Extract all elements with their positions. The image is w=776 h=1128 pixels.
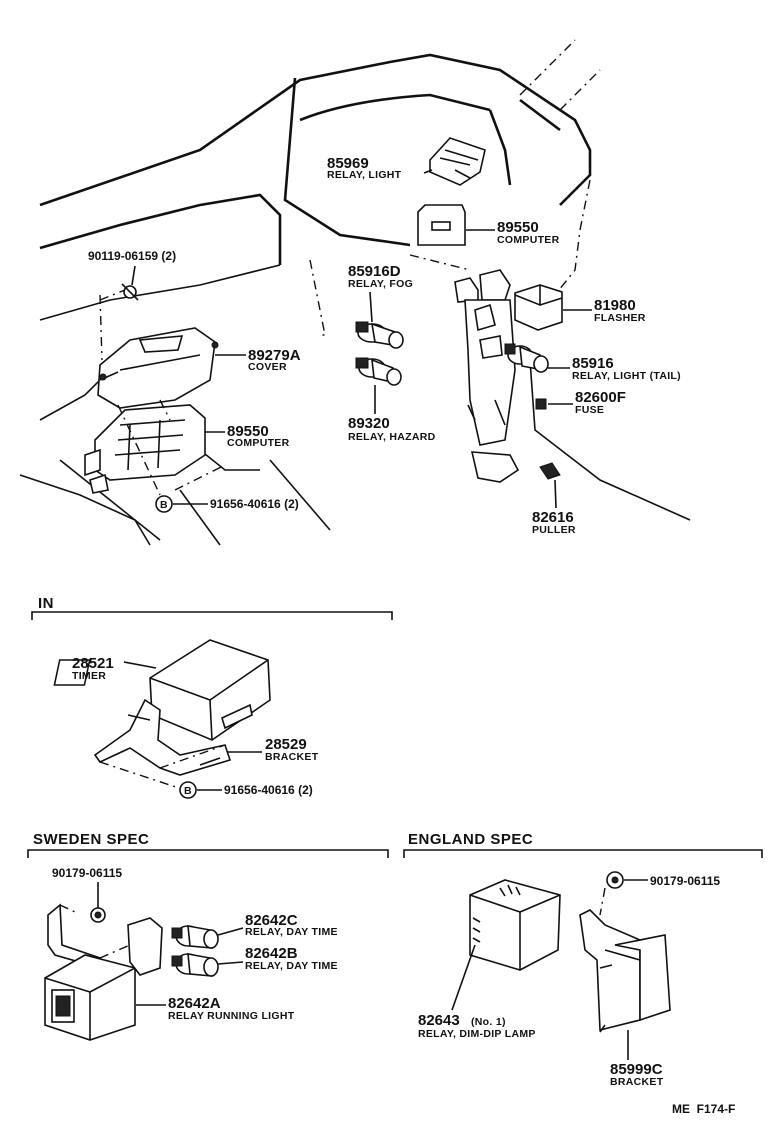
main-dashed-leaders bbox=[99, 289, 226, 496]
label-28521-number: 28521 bbox=[72, 655, 114, 672]
figure-code: ME F174-F bbox=[672, 1102, 735, 1116]
label-82616-number: 82616 bbox=[532, 509, 574, 526]
label-89550-lower-number: 89550 bbox=[227, 423, 269, 440]
label-91656-main-number: 91656-40616 (2) bbox=[210, 497, 299, 511]
label-82642C-name: RELAY, DAY TIME bbox=[245, 926, 338, 938]
england-section-title: ENGLAND SPEC bbox=[408, 831, 533, 848]
sweden-section: SWEDEN SPEC 90179-06115 82642C RELAY, DA… bbox=[27, 831, 389, 1041]
label-85999C-name: BRACKET bbox=[610, 1076, 664, 1088]
label-85916D-number: 85916D bbox=[348, 263, 401, 280]
in-section: IN 28521 TIMER 28529 BRACKET B 91656-406… bbox=[31, 595, 393, 799]
computer-89550-lower-drawing bbox=[84, 404, 206, 494]
in-section-bracket bbox=[31, 611, 393, 620]
label-82643-suffix: (No. 1) bbox=[471, 1016, 506, 1028]
ref-marker-b-main-label: B bbox=[160, 499, 168, 511]
label-82642B-name: RELAY, DAY TIME bbox=[245, 960, 338, 972]
label-82643-number: 82643 bbox=[418, 1012, 460, 1029]
label-82600F-name: FUSE bbox=[575, 404, 604, 416]
junction-block-drawing bbox=[454, 269, 520, 483]
label-82642B-number: 82642B bbox=[245, 945, 298, 962]
label-89279A-name: COVER bbox=[248, 361, 287, 373]
dashboard-outline bbox=[19, 39, 691, 546]
sweden-section-bracket bbox=[27, 849, 389, 858]
label-85916-number: 85916 bbox=[572, 355, 614, 372]
label-85916D-name: RELAY, FOG bbox=[348, 278, 413, 290]
england-section-bracket bbox=[403, 849, 763, 858]
timer-28521-drawing bbox=[149, 639, 271, 741]
label-28521-name: TIMER bbox=[72, 670, 106, 682]
label-82642A-number: 82642A bbox=[168, 995, 221, 1012]
label-85916-name: RELAY, LIGHT (TAIL) bbox=[572, 370, 681, 382]
label-85969-name: RELAY, LIGHT bbox=[327, 169, 402, 181]
england-section: ENGLAND SPEC 90179-06115 82643 (No. 1) R… bbox=[403, 831, 763, 1088]
label-28529-name: BRACKET bbox=[265, 751, 319, 763]
screw-90119-drawing bbox=[121, 283, 139, 301]
sweden-connector-drawing bbox=[127, 917, 163, 976]
label-82600F-number: 82600F bbox=[575, 389, 626, 406]
label-89550-lower-name: COMPUTER bbox=[227, 437, 290, 449]
relay-hazard-89320-drawing bbox=[355, 357, 402, 386]
relay-light-85969-drawing bbox=[429, 137, 486, 186]
relay-82643-drawing bbox=[469, 879, 561, 971]
sweden-section-title: SWEDEN SPEC bbox=[33, 831, 149, 848]
label-82643-name: RELAY, DIM-DIP LAMP bbox=[418, 1028, 536, 1040]
label-81980-name: FLASHER bbox=[594, 312, 646, 324]
computer-89550-upper-drawing bbox=[417, 204, 466, 246]
label-85999C-number: 85999C bbox=[610, 1061, 663, 1078]
bracket-85999C-drawing bbox=[579, 909, 641, 1032]
ref-marker-b-main bbox=[155, 495, 173, 513]
label-91656-in-number: 91656-40616 (2) bbox=[224, 783, 313, 797]
relay-tail-85916-drawing bbox=[504, 343, 549, 373]
relay-82642B-drawing bbox=[171, 953, 219, 977]
ref-marker-b-in bbox=[179, 781, 197, 799]
label-28529-number: 28529 bbox=[265, 736, 307, 753]
label-90119-number: 90119-06159 (2) bbox=[88, 249, 176, 263]
ref-marker-b-in-label: B bbox=[184, 785, 192, 797]
cover-89279A-drawing bbox=[97, 327, 219, 409]
label-81980-number: 81980 bbox=[594, 297, 636, 314]
label-89320-number: 89320 bbox=[348, 415, 390, 432]
label-82616-name: PULLER bbox=[532, 524, 576, 536]
flasher-81980-drawing bbox=[514, 284, 563, 331]
relay-fog-85916D-drawing bbox=[355, 321, 404, 349]
fuse-82600F-drawing bbox=[535, 398, 547, 410]
label-82642A-name: RELAY RUNNING LIGHT bbox=[168, 1010, 295, 1022]
label-90179-sweden-number: 90179-06115 bbox=[52, 866, 122, 880]
label-90179-england-number: 90179-06115 bbox=[650, 874, 720, 888]
puller-82616-drawing bbox=[539, 462, 561, 480]
label-89550-upper-number: 89550 bbox=[497, 219, 539, 236]
main-labels: 85969 RELAY, LIGHT 89550 COMPUTER 90119-… bbox=[88, 155, 681, 536]
label-89279A-number: 89279A bbox=[248, 347, 301, 364]
label-82642C-number: 82642C bbox=[245, 912, 298, 929]
label-89550-upper-name: COMPUTER bbox=[497, 234, 560, 246]
label-89320-name: RELAY, HAZARD bbox=[348, 431, 436, 443]
in-section-title: IN bbox=[38, 595, 54, 612]
label-85969-number: 85969 bbox=[327, 155, 369, 172]
relay-82642C-drawing bbox=[171, 925, 219, 949]
